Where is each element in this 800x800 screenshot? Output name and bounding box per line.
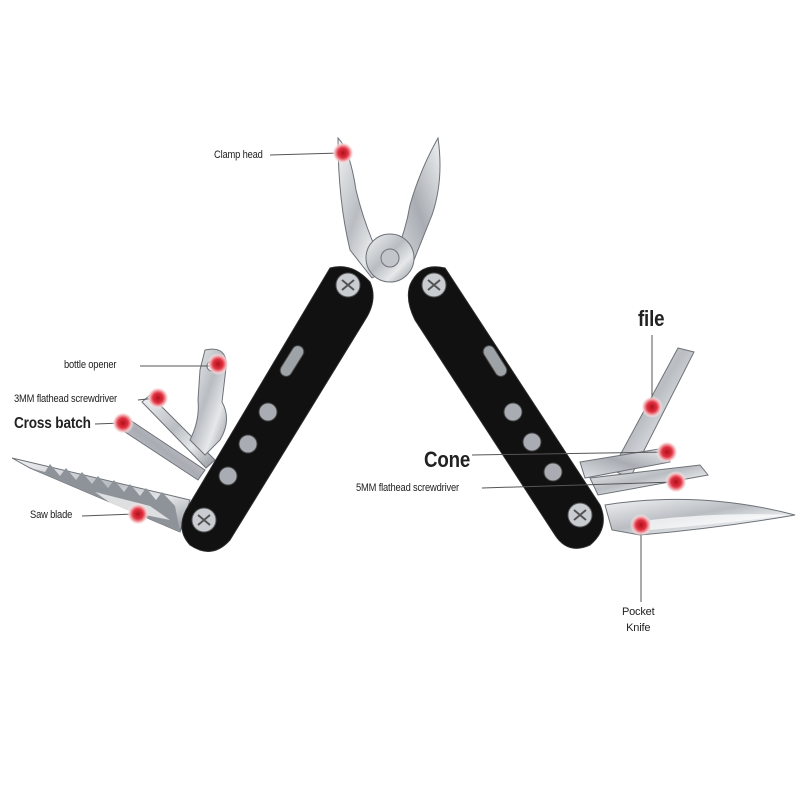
label-bottle-opener: bottle opener: [64, 359, 117, 371]
label-cross-batch: Cross batch: [14, 415, 91, 432]
label-file: file: [638, 306, 665, 331]
label-pocket-knife-line1: Pocket: [622, 606, 655, 618]
marker-clamp-head: [332, 142, 354, 164]
label-clamp-head: Clamp head: [214, 149, 263, 161]
plier-jaws: [337, 136, 441, 283]
label-cone: Cone: [424, 447, 471, 472]
marker-cone: [656, 441, 678, 463]
marker-5mm-flathead: [665, 471, 687, 493]
label-saw-blade: Saw blade: [30, 509, 73, 521]
label-3mm-flathead: 3MM flathead screwdriver: [14, 393, 117, 405]
right-handle: [407, 266, 604, 549]
marker-bottle-opener: [207, 353, 229, 375]
marker-pocket-knife: [630, 514, 652, 536]
label-pocket-knife: Pocket Knife: [622, 604, 655, 636]
marker-cross-batch: [112, 412, 134, 434]
label-pocket-knife-line2: Knife: [626, 622, 651, 634]
marker-file: [641, 396, 663, 418]
marker-3mm-flathead: [147, 387, 169, 409]
markers: [112, 142, 687, 536]
marker-saw-blade: [127, 503, 149, 525]
right-tools: [579, 347, 796, 536]
left-handle: [181, 266, 374, 552]
label-5mm-flathead: 5MM flathead screwdriver: [356, 482, 459, 494]
